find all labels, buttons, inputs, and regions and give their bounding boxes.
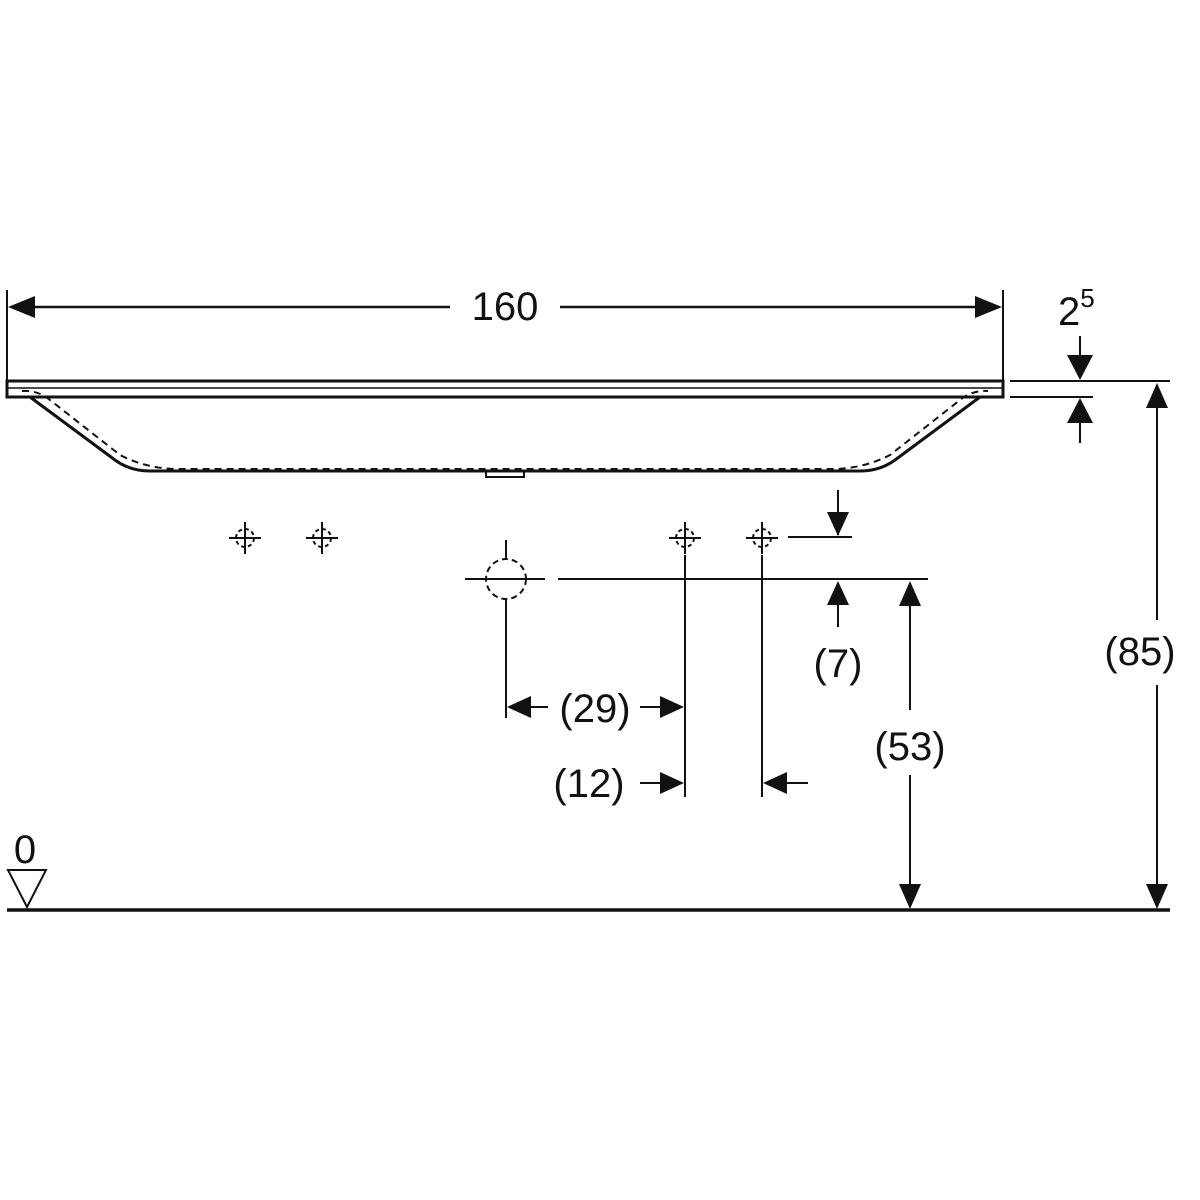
tap-offset-dimension: (7) [814, 490, 863, 686]
offset-label: (7) [814, 642, 863, 686]
tap-hole-icon [305, 521, 339, 555]
thickness-label: 25 [1058, 283, 1095, 334]
arrowhead-left-icon [8, 296, 35, 318]
pair-spacing-dimension: (12) [553, 762, 808, 806]
tap-height-dimension: (53) [874, 581, 946, 909]
extension-lines [558, 536, 928, 797]
center-spacing-label: (29) [559, 687, 630, 731]
slab-thickness-dimension: 25 [1010, 283, 1170, 443]
floor-reference: 0 [6, 828, 1170, 912]
total-height-label: (85) [1104, 630, 1175, 674]
width-dimension: 160 [6, 285, 1004, 380]
total-height-dimension: (85) [1104, 383, 1176, 909]
center-spacing-dimension: (29) [507, 687, 684, 731]
level-marker-icon [6, 869, 48, 910]
width-label: 160 [472, 285, 539, 329]
tap-hole-icon [228, 521, 262, 555]
tap-height-label: (53) [874, 725, 945, 769]
drain-outlet [485, 470, 525, 478]
floor-level-label: 0 [14, 828, 36, 872]
tap-hole-icon [745, 521, 779, 555]
center-tap-hole-icon [465, 540, 545, 718]
basin-outline [5, 379, 1005, 478]
tap-hole-icon [668, 521, 702, 555]
pair-spacing-label: (12) [553, 762, 624, 806]
arrowhead-right-icon [975, 296, 1002, 318]
